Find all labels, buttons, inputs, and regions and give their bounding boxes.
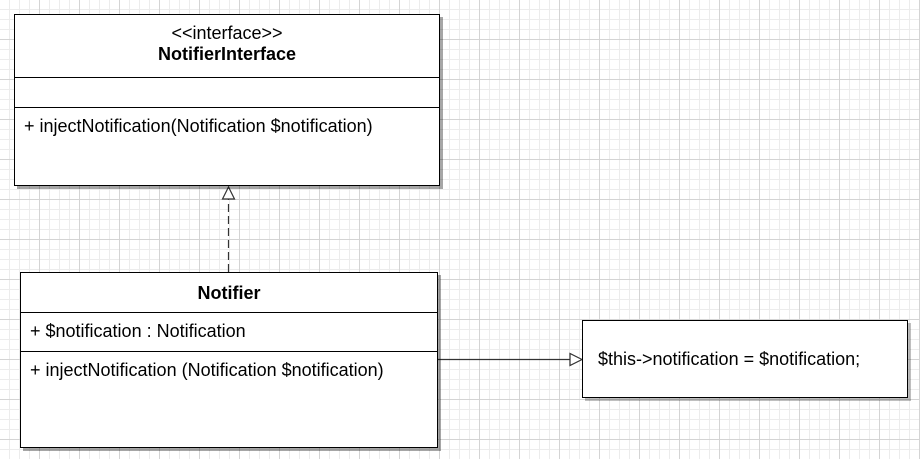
interface-header: <<interface>> NotifierInterface xyxy=(15,15,439,78)
interface-name: NotifierInterface xyxy=(157,44,297,64)
interface-attributes xyxy=(15,78,439,108)
notifier-name: Notifier xyxy=(197,283,261,303)
notifier-class[interactable]: Notifier + $notification : Notification … xyxy=(20,272,438,448)
interface-stereotype: <<interface>> xyxy=(171,23,283,43)
interface-methods: + injectNotification(Notification $notif… xyxy=(15,108,439,137)
notifier-header: Notifier xyxy=(21,273,437,313)
notifier-interface-class[interactable]: <<interface>> NotifierInterface + inject… xyxy=(14,14,440,186)
realization-arrowhead xyxy=(221,185,236,200)
notifier-methods: + injectNotification (Notification $noti… xyxy=(21,352,437,381)
notifier-attributes: + $notification : Notification xyxy=(21,313,437,352)
notifier-attribute: + $notification : Notification xyxy=(30,321,246,341)
notifier-method: + injectNotification (Notification $noti… xyxy=(30,360,384,380)
note-text: $this->notification = $notification; xyxy=(598,349,861,369)
implementation-note[interactable]: $this->notification = $notification; xyxy=(582,320,908,398)
interface-method: + injectNotification(Notification $notif… xyxy=(24,116,373,136)
note-link-arrowhead xyxy=(569,352,584,367)
